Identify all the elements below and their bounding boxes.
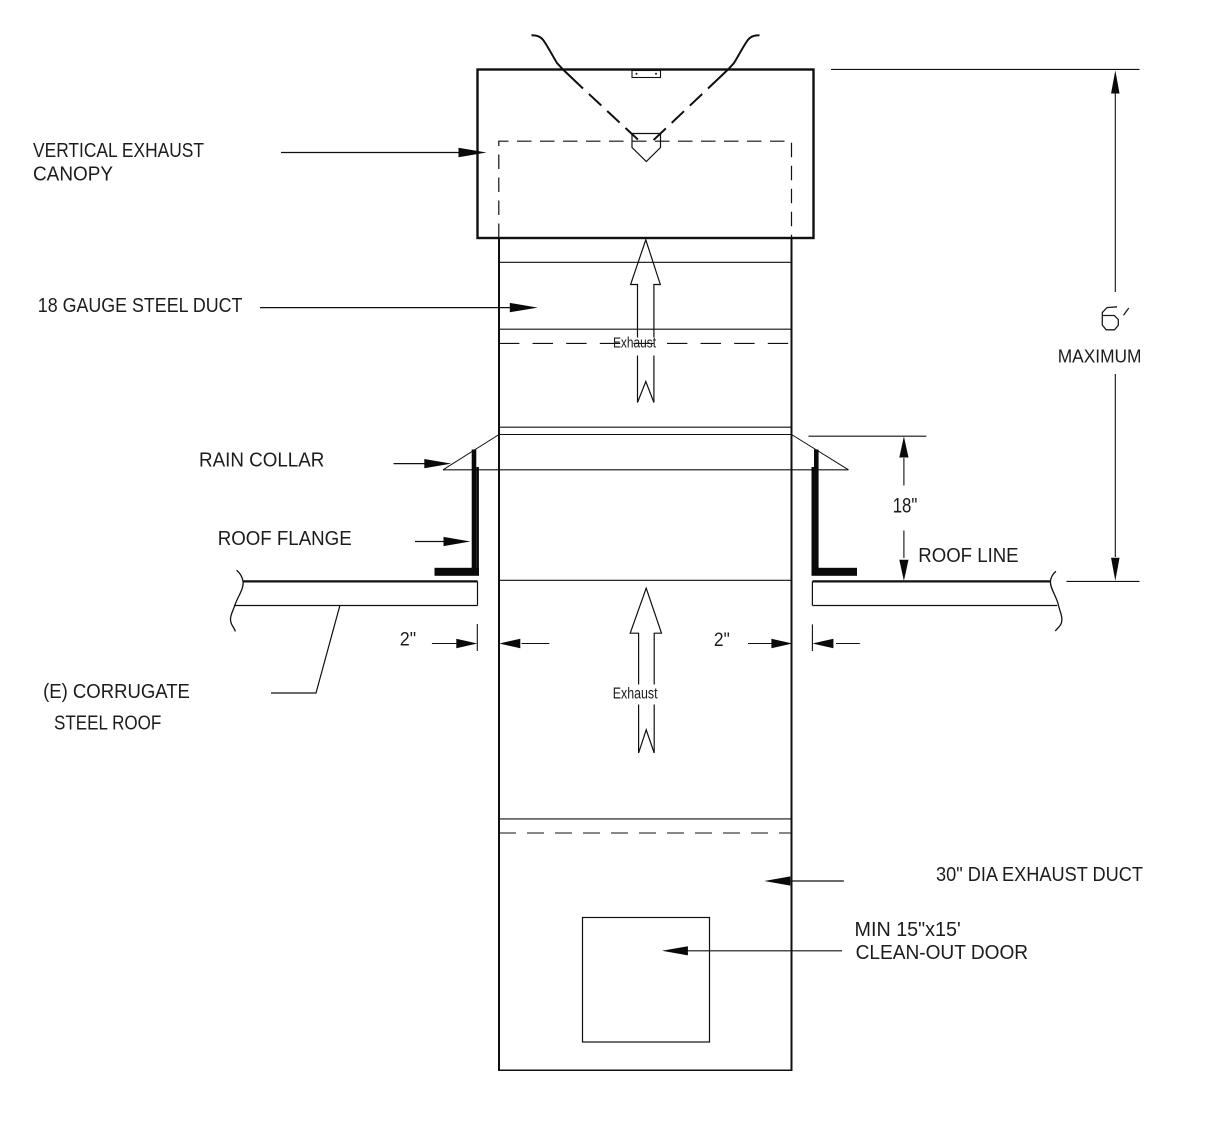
svg-text:18": 18" [893,494,918,517]
svg-text:CANOPY: CANOPY [33,163,113,186]
svg-text:ROOF FLANGE: ROOF FLANGE [218,527,352,550]
svg-text:MAXIMUM: MAXIMUM [1058,346,1142,367]
svg-text:18 GAUGE STEEL DUCT: 18 GAUGE STEEL DUCT [38,294,243,317]
svg-text:Exhaust: Exhaust [613,335,657,352]
svg-text:VERTICAL EXHAUST: VERTICAL EXHAUST [33,139,204,162]
svg-text:2": 2" [714,629,730,651]
svg-text:2": 2" [400,629,416,651]
svg-text:RAIN COLLAR: RAIN COLLAR [199,449,324,472]
svg-text:ROOF LINE: ROOF LINE [918,544,1018,567]
svg-text:CLEAN-OUT DOOR: CLEAN-OUT DOOR [856,941,1029,964]
svg-text:(E) CORRUGATE: (E) CORRUGATE [43,680,190,703]
svg-text:MIN 15"x15': MIN 15"x15' [855,918,961,941]
svg-text:30" DIA EXHAUST DUCT: 30" DIA EXHAUST DUCT [936,863,1143,886]
svg-text:STEEL ROOF: STEEL ROOF [54,711,161,734]
svg-text:Exhaust: Exhaust [613,686,658,703]
